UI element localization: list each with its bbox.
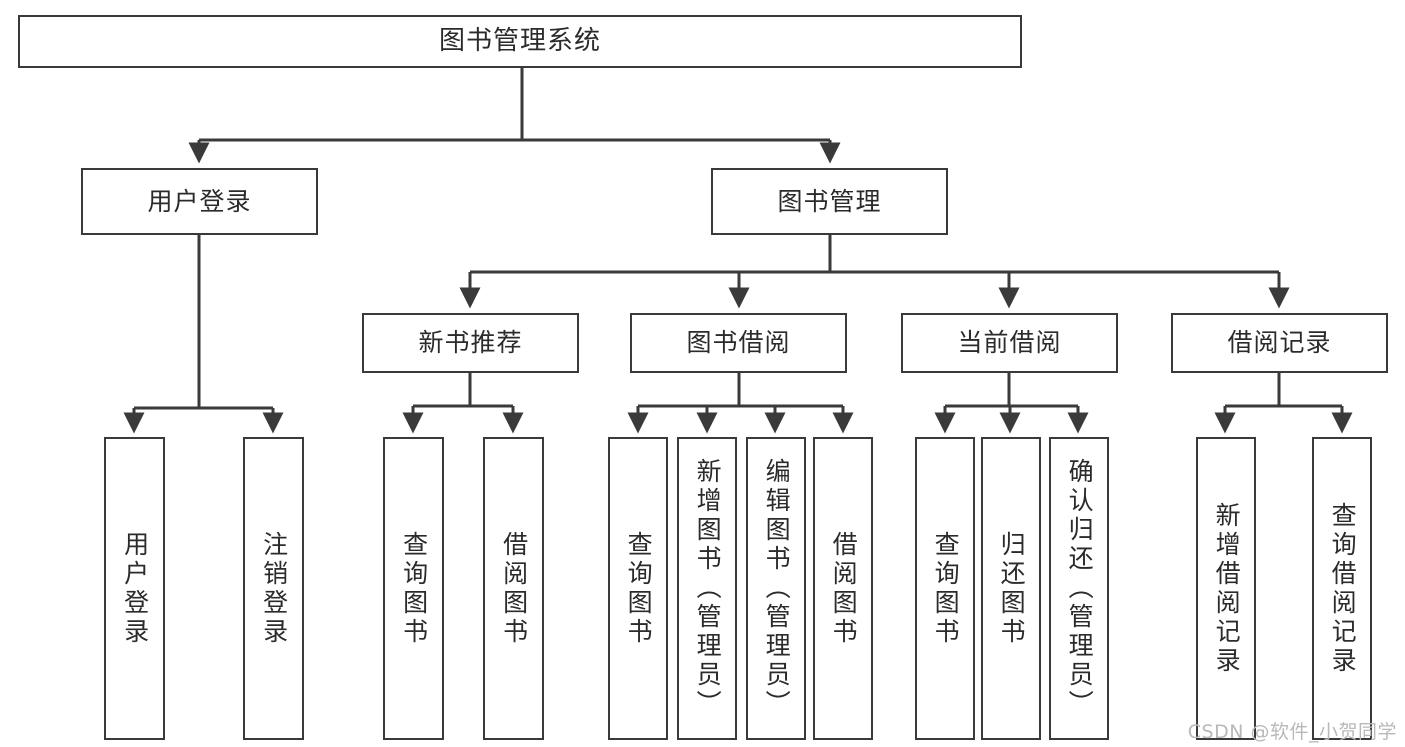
node-label: 编辑图书（管理员） [762, 458, 792, 719]
node-label: 借阅记录 [1227, 328, 1332, 358]
node-label: 查询借阅记录 [1328, 501, 1358, 676]
node-label: 借阅图书 [829, 530, 859, 647]
node-label: 查询图书 [624, 530, 654, 647]
leaf-book-borrow-borrow-book[interactable]: 借阅图书 [813, 437, 873, 740]
node-current-borrow[interactable]: 当前借阅 [901, 313, 1118, 373]
node-label: 新书推荐 [418, 328, 523, 358]
leaf-current-borrow-confirm-return-admin[interactable]: 确认归还（管理员） [1049, 437, 1109, 740]
node-borrow-record[interactable]: 借阅记录 [1171, 313, 1388, 373]
node-label: 用户登录 [120, 530, 150, 647]
node-label: 查询图书 [399, 530, 429, 647]
leaf-current-borrow-query-book[interactable]: 查询图书 [915, 437, 975, 740]
node-user-login[interactable]: 用户登录 [81, 168, 318, 235]
node-book-borrow[interactable]: 图书借阅 [630, 313, 847, 373]
node-label: 图书借阅 [686, 328, 791, 358]
leaf-book-borrow-edit-book-admin[interactable]: 编辑图书（管理员） [746, 437, 806, 740]
leaf-new-book-borrow-book[interactable]: 借阅图书 [483, 437, 544, 740]
node-root-book-management-system[interactable]: 图书管理系统 [18, 15, 1022, 68]
node-label: 确认归还（管理员） [1065, 458, 1095, 719]
leaf-borrow-record-add-record[interactable]: 新增借阅记录 [1196, 437, 1256, 740]
leaf-borrow-record-query-record[interactable]: 查询借阅记录 [1312, 437, 1372, 740]
node-label: 用户登录 [147, 186, 252, 216]
csdn-watermark: CSDN @软件_小贺同学 [1187, 721, 1397, 743]
leaf-book-borrow-add-book-admin[interactable]: 新增图书（管理员） [677, 437, 737, 740]
node-book-management[interactable]: 图书管理 [711, 168, 948, 235]
node-label: 注销登录 [259, 530, 289, 647]
leaf-new-book-query-book[interactable]: 查询图书 [383, 437, 444, 740]
node-label: 查询图书 [931, 530, 961, 647]
leaf-book-borrow-query-book[interactable]: 查询图书 [608, 437, 668, 740]
node-label: 图书管理系统 [438, 26, 601, 57]
node-label: 当前借阅 [957, 328, 1062, 358]
node-label: 借阅图书 [499, 530, 529, 647]
leaf-user-login-logout[interactable]: 注销登录 [243, 437, 304, 740]
node-label: 图书管理 [777, 186, 882, 216]
leaf-user-login-login[interactable]: 用户登录 [104, 437, 165, 740]
node-label: 归还图书 [997, 530, 1027, 647]
node-label: 新增图书（管理员） [693, 458, 723, 719]
leaf-current-borrow-return-book[interactable]: 归还图书 [981, 437, 1041, 740]
node-label: 新增借阅记录 [1212, 501, 1242, 676]
node-new-book-recommend[interactable]: 新书推荐 [362, 313, 579, 373]
